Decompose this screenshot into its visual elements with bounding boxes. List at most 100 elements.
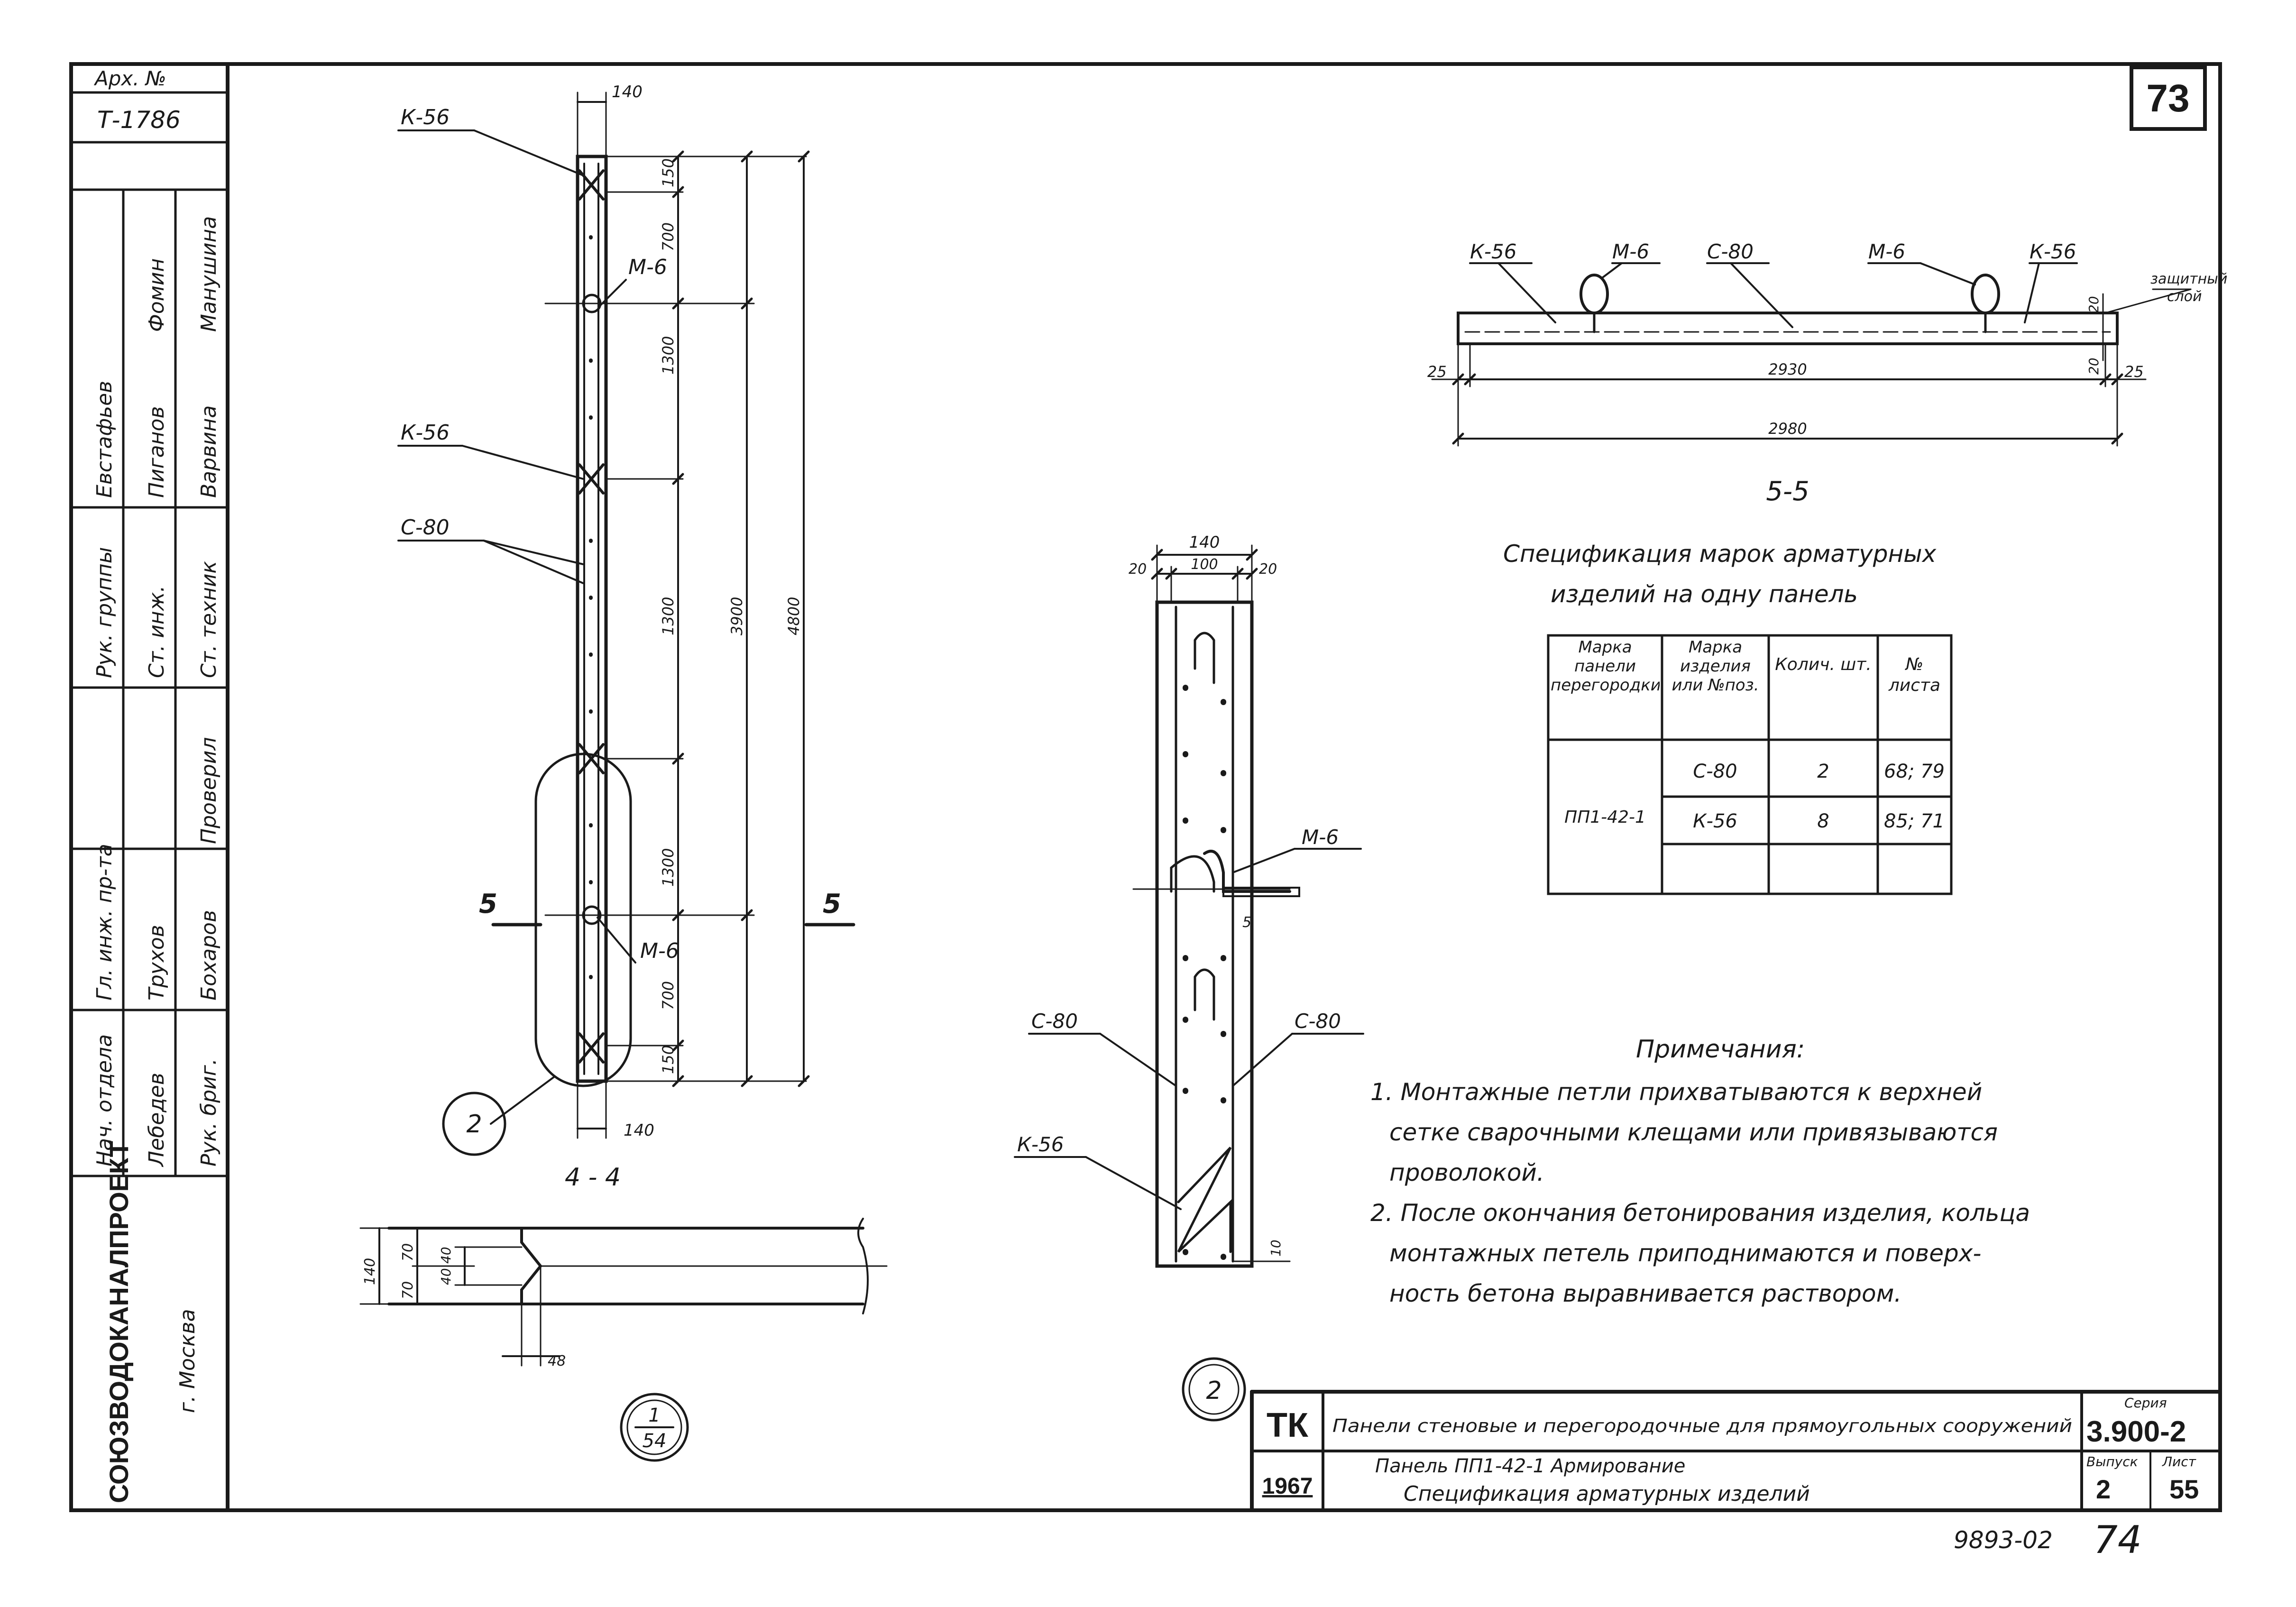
title-subtitle-1: Панель ПП1-42-1 Армирование (1375, 1455, 1685, 1477)
dim-55-20-top: 20 (2086, 296, 2102, 313)
notes-line-4: 2. После окончания бетонирования изделия… (1370, 1199, 2030, 1227)
staff-name-2: Бохаров (197, 910, 221, 1001)
label-c80-left: С-80 (401, 515, 450, 540)
spec-panel-mark: ПП1-42-1 (1564, 808, 1646, 827)
spec-header-qty: Колич. шт. (1775, 655, 1872, 674)
dim-1300-b: 1300 (659, 597, 677, 635)
spec-row-1-sheet: 85; 71 (1884, 810, 1945, 832)
notes-line-1: 1. Монтажные петли прихватываются к верх… (1370, 1078, 1982, 1106)
detail-2-callout-outline (534, 753, 632, 1087)
title-sheet-label: Лист (2162, 1454, 2196, 1469)
spec-header-panel: Марка панели перегородки (1551, 638, 1660, 695)
dim-55-25-left: 25 (1427, 363, 1447, 381)
callout-2-label: 2 (466, 1110, 482, 1139)
spec-title-line2: изделий на одну панель (1551, 580, 1858, 608)
dim-d2-10: 10 (1268, 1240, 1284, 1257)
staff-name-4: Пиганов (145, 406, 169, 498)
dim-140-top: 140 (612, 83, 643, 101)
dim-d1-48: 48 (548, 1353, 566, 1369)
dim-2980: 2980 (1768, 420, 1807, 438)
staff-role-6: Проверил (197, 737, 221, 844)
dim-d2-140: 140 (1189, 533, 1220, 552)
detail-2-section (1014, 544, 1364, 1422)
staff-role-1: Гл. инж. пр-та (92, 844, 117, 1001)
staff-role-2: Рук. бриг. (197, 1058, 221, 1166)
spec-table-grid (1547, 634, 1953, 895)
organization-name: СОЮЗВОДОКАНАЛПРОЕКТ (104, 1141, 134, 1503)
spec-header-sheet: № листа (1888, 655, 1941, 695)
protective-layer-1: защитный (2150, 271, 2227, 287)
staff-role-5: Ст. техник (197, 561, 221, 678)
label-d2-c80-left: С-80 (1031, 1010, 1078, 1033)
protective-layer-2: слой (2167, 288, 2202, 305)
dim-4800: 4800 (785, 597, 803, 635)
dim-140-bottom: 140 (624, 1121, 654, 1140)
spec-row-0-item: С-80 (1693, 761, 1737, 782)
dim-150-top: 150 (659, 158, 677, 187)
staff-column (70, 91, 229, 1177)
dim-55-20-bottom: 20 (2086, 358, 2102, 375)
dim-1300-a: 1300 (659, 336, 677, 375)
dim-d1-70-bottom: 70 (400, 1281, 416, 1299)
label-k56-top: К-56 (401, 105, 450, 129)
staff-role-3: Рук. группы (92, 547, 117, 678)
notes-line-6: ность бетона выравнивается раствором. (1389, 1280, 1901, 1307)
dim-700-bottom: 700 (659, 981, 677, 1010)
staff-name-1: Трухов (145, 925, 169, 1001)
detail-1-number: 1 (648, 1405, 660, 1426)
notes-line-5: монтажных петель приподнимаются и поверх… (1389, 1240, 1981, 1267)
detail-1-sheet: 54 (643, 1430, 667, 1452)
staff-role-4: Ст. инж. (145, 586, 169, 678)
title-block-grid (1250, 1390, 2222, 1512)
section-title-4-4: 4 - 4 (565, 1163, 621, 1192)
title-series-label: Серия (2124, 1395, 2167, 1411)
page-number: 74 (2094, 1518, 2142, 1562)
notes-line-3: проволокой. (1389, 1159, 1544, 1186)
label-k56-mid: К-56 (401, 421, 450, 445)
spec-row-1-item: К-56 (1693, 810, 1737, 832)
title-year: 1967 (1262, 1474, 1313, 1499)
sheet-frame (69, 62, 2222, 1512)
label-m6-bottom: М-6 (640, 939, 679, 963)
label-m6-top: М-6 (628, 255, 667, 279)
staff-name-7: Фомин (145, 258, 169, 332)
label-d2-m6: М-6 (1302, 826, 1339, 849)
spec-row-0-sheet: 68; 79 (1884, 761, 1945, 782)
staff-name-6: Манушина (197, 216, 221, 332)
dim-d2-5: 5 (1242, 914, 1251, 931)
archive-label: Арх. № (93, 67, 166, 90)
dim-700-top: 700 (659, 222, 677, 251)
dim-150-bottom: 150 (659, 1045, 677, 1074)
label-55-m6-left: М-6 (1612, 240, 1649, 263)
sheet-number: 73 (2146, 77, 2189, 120)
order-number: 9893-02 (1954, 1526, 2053, 1554)
dim-d2-100: 100 (1191, 556, 1218, 573)
dim-2930: 2930 (1768, 360, 1807, 378)
spec-title-line1: Спецификация марок арматурных (1503, 540, 1937, 568)
notes-title: Примечания: (1636, 1035, 1805, 1064)
spec-row-0-qty: 2 (1817, 761, 1829, 782)
staff-name-5: Варвина (197, 405, 221, 498)
label-d2-c80-right: С-80 (1295, 1010, 1341, 1033)
title-main: Панели стеновые и перегородочные для пря… (1332, 1415, 2072, 1436)
title-series: 3.900-2 (2086, 1415, 2186, 1448)
elevation-4-4 (491, 92, 855, 1139)
dim-55-25-right: 25 (2124, 363, 2144, 381)
dim-3900: 3900 (728, 597, 746, 635)
label-d2-k56: К-56 (1017, 1133, 1064, 1156)
spec-header-item: Марка изделия или №поз. (1671, 638, 1759, 695)
label-55-c80: С-80 (1707, 240, 1754, 263)
staff-name-3: Евстафьев (92, 381, 117, 498)
organization-city: г. Москва (175, 1309, 200, 1413)
title-issue-label: Выпуск (2086, 1454, 2138, 1469)
section-title-5-5: 5-5 (1766, 476, 1809, 507)
section-5-5 (1431, 262, 2192, 447)
leaders-4-4 (397, 129, 636, 1156)
detail-1-54 (359, 1218, 888, 1462)
label-55-k56-right: К-56 (2030, 240, 2076, 263)
title-subtitle-2: Спецификация арматурных изделий (1404, 1482, 1810, 1506)
spec-row-1-qty: 8 (1817, 810, 1829, 832)
sheet-number-box (2130, 65, 2207, 131)
dim-d1-140: 140 (362, 1258, 378, 1285)
